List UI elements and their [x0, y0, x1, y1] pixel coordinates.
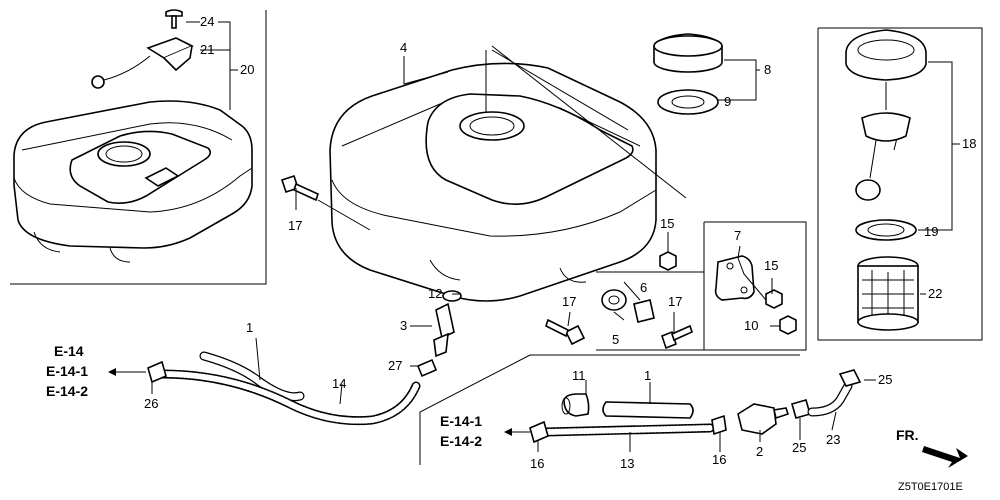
front-direction-arrow	[922, 446, 968, 468]
strainer-22	[857, 256, 919, 331]
frame-lines	[10, 10, 983, 465]
bolt-17a	[280, 174, 319, 202]
label-21: 21	[200, 42, 214, 57]
label-17c: 17	[668, 294, 682, 309]
fuel-hose-1b	[602, 401, 694, 419]
main-fuel-tank	[329, 62, 657, 302]
clip-26	[147, 360, 167, 384]
label-23: 23	[826, 432, 840, 447]
nut-15a	[659, 251, 677, 271]
label-3: 3	[400, 318, 407, 333]
part-labels: 24 21 20 4 8 9 18 19 22 17 17 17 15 15 7…	[144, 14, 976, 471]
fuel-hose-13	[541, 423, 715, 437]
nut-15b	[765, 289, 783, 309]
ref-bottom-0: E-14-1	[440, 413, 482, 429]
bolt-17b	[545, 318, 586, 346]
seal-19	[855, 219, 917, 241]
label-25a: 25	[792, 440, 806, 455]
ref-arrow-left	[108, 368, 146, 376]
label-9: 9	[724, 94, 731, 109]
label-2: 2	[756, 444, 763, 459]
ref-left-2: E-14-2	[46, 383, 88, 399]
screw-24	[165, 9, 183, 29]
ref-left-0: E-14	[54, 343, 84, 359]
clip-16b	[711, 414, 727, 436]
label-17a: 17	[288, 218, 302, 233]
clip-16a	[529, 420, 549, 444]
label-15a: 15	[660, 216, 674, 231]
fuel-cap-8	[653, 33, 723, 73]
washer-12	[442, 290, 462, 302]
diagram-code: Z5T0E1701E	[898, 481, 963, 493]
label-10: 10	[744, 318, 758, 333]
fuel-cock-3	[433, 302, 455, 358]
fuel-hose-23	[807, 381, 853, 417]
label-25b: 25	[878, 372, 892, 387]
label-19: 19	[924, 224, 938, 239]
nut-10	[779, 315, 797, 335]
fuel-hose-14	[157, 369, 421, 426]
fuel-gauge	[91, 37, 194, 89]
label-16b: 16	[712, 452, 726, 467]
plate-7	[714, 255, 755, 301]
fuel-filter-2	[737, 403, 790, 435]
clip-25b	[838, 369, 862, 387]
label-15b: 15	[764, 258, 778, 273]
label-12: 12	[428, 286, 442, 301]
label-8: 8	[764, 62, 771, 77]
label-24: 24	[200, 14, 214, 29]
joint-11	[561, 393, 590, 417]
fuel-cap-18	[845, 29, 927, 201]
reference-labels-left: E-14 E-14-1 E-14-2	[46, 343, 88, 399]
label-22: 22	[928, 286, 942, 301]
label-27: 27	[388, 358, 402, 373]
label-1a: 1	[246, 320, 253, 335]
seal-9	[657, 89, 719, 115]
label-5: 5	[612, 332, 619, 347]
fuel-hose-1a	[199, 351, 305, 402]
ref-bottom-1: E-14-2	[440, 433, 482, 449]
label-20: 20	[240, 62, 254, 77]
front-direction-label: FR.	[896, 427, 919, 443]
ref-left-1: E-14-1	[46, 363, 88, 379]
label-1b: 1	[644, 368, 651, 383]
clip-27	[416, 358, 438, 378]
inset-fuel-tank	[13, 100, 253, 263]
ref-arrow-bottom	[504, 428, 530, 436]
joint-6	[633, 299, 655, 323]
label-6: 6	[640, 280, 647, 295]
leader-lines	[151, 21, 960, 452]
label-7: 7	[734, 228, 741, 243]
label-11: 11	[572, 368, 586, 383]
label-17b: 17	[562, 294, 576, 309]
label-13: 13	[620, 456, 634, 471]
label-14: 14	[332, 376, 346, 391]
label-16a: 16	[530, 456, 544, 471]
label-4: 4	[400, 40, 407, 55]
bolt-17c	[661, 324, 693, 350]
grommet-5	[601, 289, 627, 311]
label-26: 26	[144, 396, 158, 411]
label-18: 18	[962, 136, 976, 151]
reference-labels-bottom: E-14-1 E-14-2	[440, 413, 482, 449]
clip-25a	[791, 399, 811, 419]
